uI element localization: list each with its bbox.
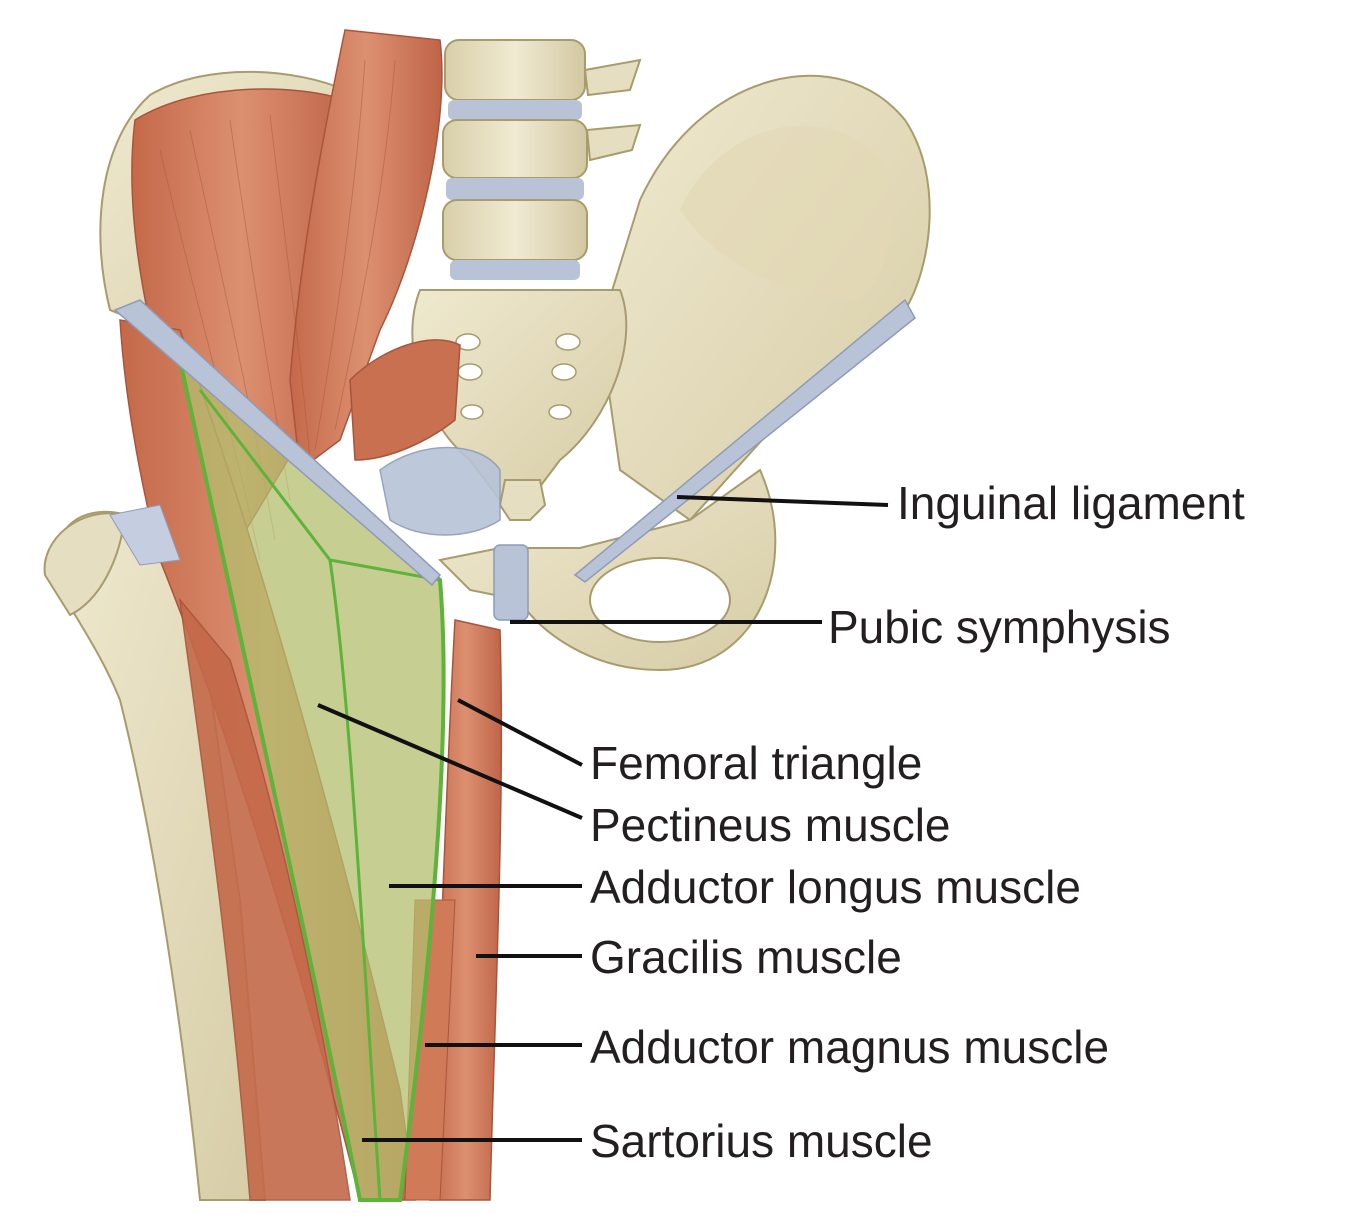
label-gracilis-muscle: Gracilis muscle [590,931,902,983]
lumbar-spine [442,39,642,280]
label-adductor-longus-muscle: Adductor longus muscle [590,861,1081,913]
label-pectineus-muscle: Pectineus muscle [590,799,951,851]
label-adductor-magnus-muscle: Adductor magnus muscle [590,1021,1110,1073]
pubic-symphysis-disc [493,544,529,621]
inguinal-ligament-left [113,299,442,587]
hip-ligaments [379,446,501,536]
leader-femoral-triangle [457,698,583,767]
lateral-thigh-muscles [178,597,351,1201]
coccyx [498,479,547,521]
psoas-muscle [289,29,443,472]
label-pubic-symphysis: Pubic symphysis [828,601,1171,653]
obturator-foramen [589,557,731,643]
gracilis-muscle-shape [429,619,503,1201]
sacral-foramina [455,333,581,420]
leader-inguinal-ligament [676,495,889,507]
femoral-neck-ligament [109,504,181,566]
piriformis-muscle [349,339,461,461]
label-inguinal-ligament: Inguinal ligament [897,477,1245,529]
right-iliac-fossa [680,125,893,301]
label-sartorius-muscle: Sartorius muscle [590,1115,933,1167]
label-femoral-triangle: Femoral triangle [590,737,923,789]
adductor-longus-outline [328,559,382,1201]
leader-lines [317,495,889,1142]
inguinal-ligament-right [573,298,916,583]
leader-pectineus-muscle [317,703,583,820]
